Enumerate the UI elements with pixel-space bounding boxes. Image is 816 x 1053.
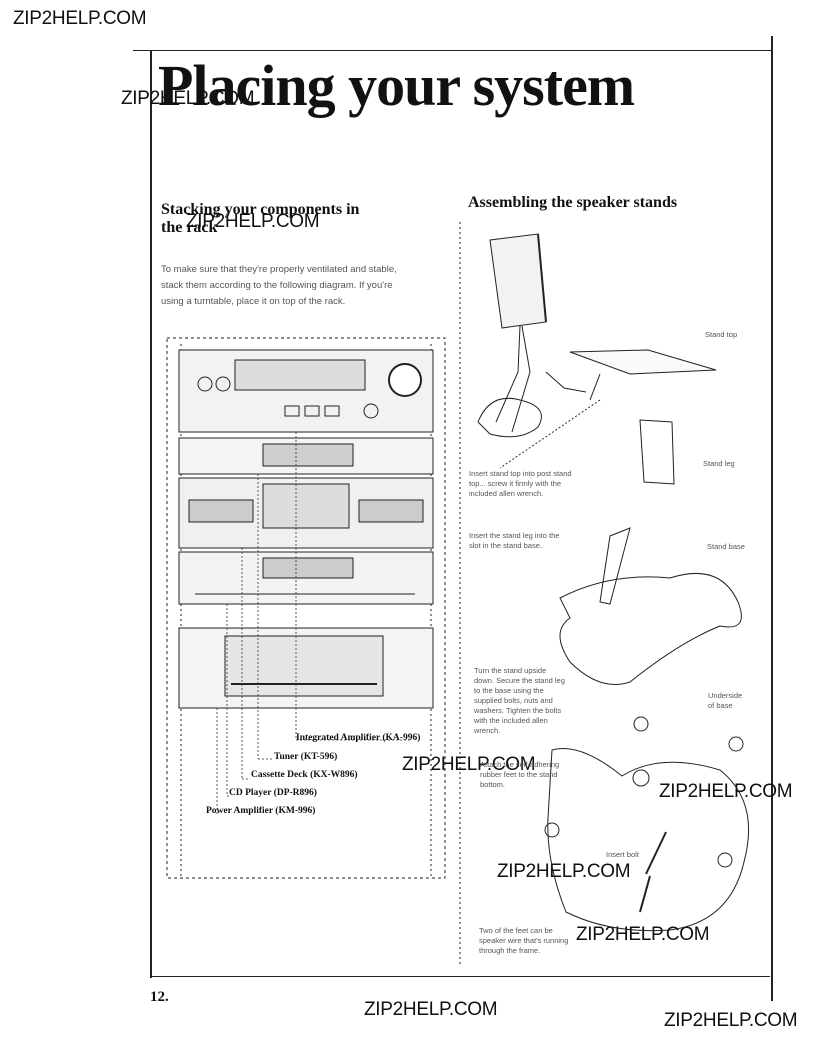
step-line: supplied bolts, nuts and [474,696,553,705]
label-cd-player: CD Player (DP-R896) [229,788,317,798]
callout-stand-base: Stand base [707,542,745,551]
step-line: Insert stand top into post stand [469,469,572,478]
step-line: rubber feet to the stand [480,770,558,779]
section-heading-speaker-stands: Assembling the speaker stands [468,194,678,211]
watermark-lower-center: ZIP2HELP.COM [497,861,631,882]
step-insert-stand-top: Insert stand top into post stand top... … [469,469,619,499]
section-heading-line1: Stacking your components in [161,201,360,218]
step-line: to the base using the [474,686,544,695]
step-line: slot in the stand base. [469,541,542,550]
step-line: wrench. [474,726,501,735]
step-line: Attach the self-adhering [480,760,560,769]
step-line: with the included allen [474,716,548,725]
callout-stand-leg: Stand leg [703,459,735,468]
watermark-top-left: ZIP2HELP.COM [13,8,147,29]
step-insert-bolt: Insert bolt [606,850,639,860]
label-integrated-amplifier: Integrated Amplifier (KA-996) [296,733,421,743]
frame-left-rule [150,50,152,978]
speaker-stand-illustration [459,222,750,964]
step-line: Insert bolt [606,850,639,859]
step-line: included allen wrench. [469,489,544,498]
page-title: Placing your system [158,53,635,118]
body-line: To make sure that they're properly venti… [161,264,397,275]
step-line: down. Secure the stand leg [474,676,565,685]
watermark-bottom-center: ZIP2HELP.COM [364,999,498,1020]
frame-bottom-rule [150,976,770,978]
rack-illustration [166,337,446,879]
frame-right-rule [771,36,773,1001]
frame-top-rule [133,50,773,52]
step-line: Two of the feet can be [479,926,553,935]
step-line: Insert the stand leg into the [469,531,560,540]
step-line: speaker wire that's running [479,936,569,945]
label-cassette-deck: Cassette Deck (KX-W896) [251,770,358,780]
callout-underside-line: Underside [708,691,743,700]
callout-underside-line: of base [708,701,733,710]
stacking-instructions: To make sure that they're properly venti… [161,262,451,310]
step-line: top... screw it firmly with the [469,479,562,488]
watermark-bottom-right: ZIP2HELP.COM [664,1010,798,1031]
section-heading-line2: the rack [161,219,218,236]
watermark-left-heading: ZIP2HELP.COM [186,211,320,232]
step-secure-leg: Turn the stand upside down. Secure the s… [474,666,594,736]
label-power-amplifier: Power Amplifier (KM-996) [206,806,316,816]
callout-stand-top: Stand top [705,330,738,339]
step-line: bottom. [480,780,506,789]
page-number: 12. [150,989,169,1005]
step-line: washers. Tighten the bolts [474,706,562,715]
step-insert-stand-leg: Insert the stand leg into the slot in th… [469,531,619,551]
step-line: Turn the stand upside [474,666,547,675]
step-wire-feet: Two of the feet can be speaker wire that… [479,926,619,956]
watermark-title: ZIP2HELP.COM [121,88,255,109]
step-attach-feet: Attach the self-adhering rubber feet to … [480,760,600,790]
step-line: through the frame. [479,946,541,955]
callout-underside: Underside of base [708,691,742,711]
watermark-right-mid: ZIP2HELP.COM [659,781,793,802]
body-line: stack them according to the following di… [161,280,393,291]
section-heading-stacking: Stacking your components in the rack [161,201,431,237]
label-tuner: Tuner (KT-596) [274,752,338,762]
watermark-mid: ZIP2HELP.COM [402,754,536,775]
body-line: using a turntable, place it on top of th… [161,296,346,307]
